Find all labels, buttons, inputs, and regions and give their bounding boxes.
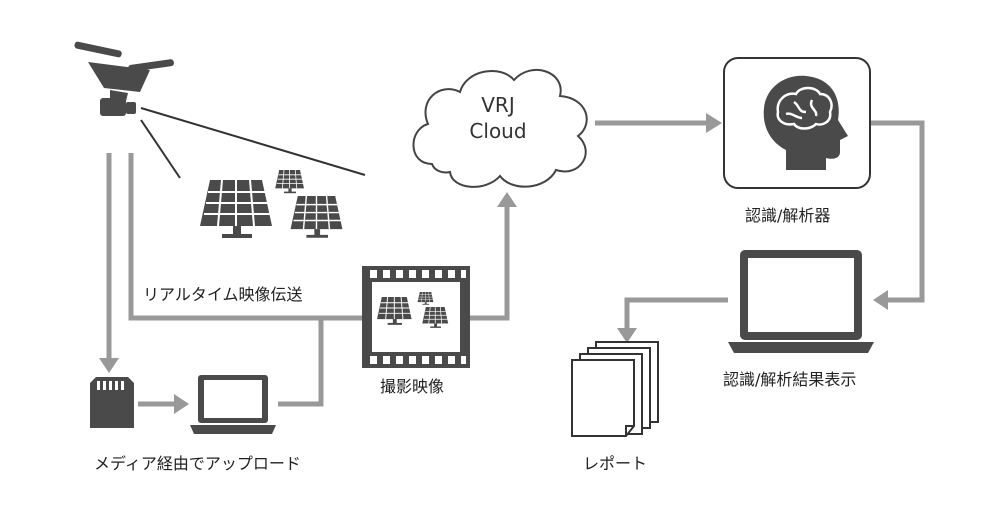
media-upload-label: メディア経由でアップロード <box>94 454 301 473</box>
arrow-cloud-to-analyzer <box>595 113 722 133</box>
report-label: レポート <box>583 454 648 473</box>
analyzer-label: 認識/解析器 <box>745 206 831 225</box>
arrow-film-to-cloud <box>470 192 517 321</box>
arrow-drone-to-sd <box>99 153 119 373</box>
realtime-transfer-label: リアルタイム映像伝送 <box>143 285 303 304</box>
documents-icon <box>571 341 659 437</box>
cloud-label-line2: Cloud <box>469 119 527 143</box>
arrow-realtime-to-film <box>128 153 362 321</box>
film-strip-icon <box>362 266 470 368</box>
cloud-icon <box>412 69 588 188</box>
laptop-icon <box>728 250 874 353</box>
sd-card-icon <box>90 377 134 428</box>
arrow-laptop-to-film <box>278 318 324 407</box>
arrow-display-to-report <box>617 297 728 343</box>
result-display-label: 認識/解析結果表示 <box>723 370 857 389</box>
arrow-sd-to-laptop <box>138 394 189 414</box>
footage-label: 撮影映像 <box>380 377 445 396</box>
cloud-label: VRJ Cloud <box>448 92 548 144</box>
drone-icon <box>74 41 174 116</box>
brain-head-icon <box>723 57 871 189</box>
solar-panel-icon <box>199 169 344 239</box>
laptop-icon <box>190 375 276 434</box>
cloud-label-line1: VRJ <box>481 93 515 117</box>
arrow-analyzer-to-display <box>870 120 925 310</box>
